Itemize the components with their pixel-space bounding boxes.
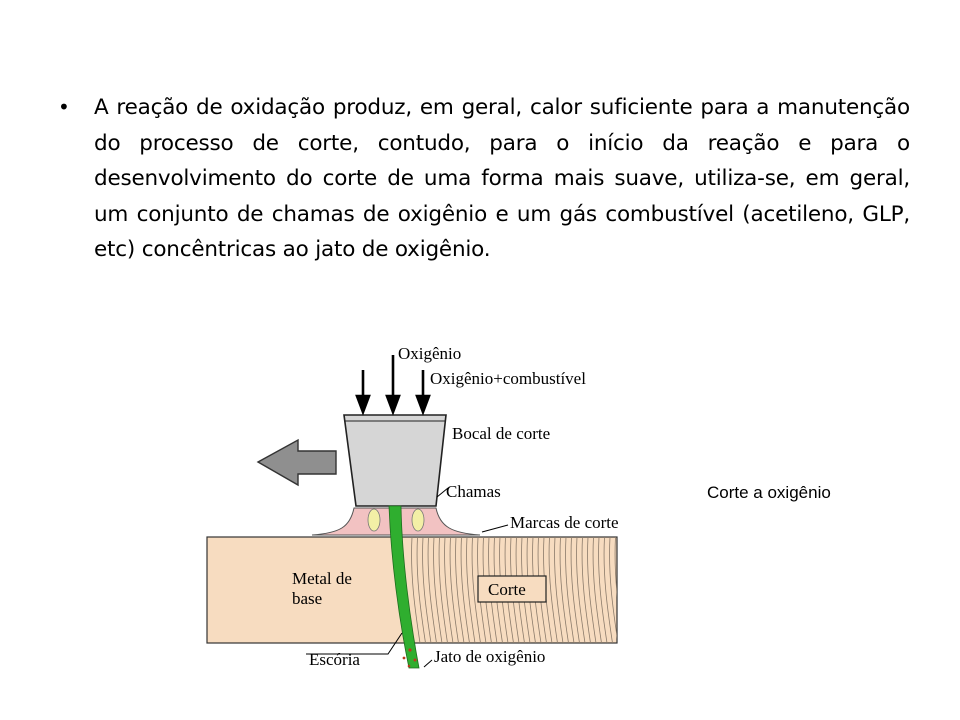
- label-slag: Escória: [309, 650, 360, 669]
- drag-line: [609, 537, 617, 640]
- label-cut-marks: Marcas de corte: [510, 513, 619, 532]
- flame-core-left: [367, 508, 381, 532]
- label-nozzle: Bocal de corte: [452, 424, 550, 443]
- cut-drag-lines: [411, 537, 634, 643]
- cut-label-box: [477, 575, 547, 603]
- drag-line: [614, 537, 617, 598]
- cutting-direction-arrow: [256, 438, 337, 487]
- cutting-nozzle: [343, 414, 447, 507]
- gas-inlet-arrows: [355, 355, 431, 416]
- oxygen-jet: [388, 505, 420, 669]
- figure-caption: Corte a oxigênio: [707, 483, 831, 502]
- slag-dots: [402, 648, 417, 668]
- drag-line: [598, 537, 608, 643]
- label-base-metal-line1: Metal de: [292, 569, 352, 588]
- label-base-metal-line2: base: [292, 589, 322, 608]
- bullet-item: • A reação de oxidação produz, em geral,…: [58, 90, 910, 268]
- drag-line: [581, 537, 591, 643]
- drag-line: [422, 537, 432, 643]
- drag-line: [449, 537, 459, 643]
- bullet-marker: •: [58, 95, 70, 119]
- label-flames: Chamas: [446, 482, 501, 501]
- label-cut: Corte: [488, 580, 526, 599]
- drag-line: [559, 537, 569, 643]
- body-paragraph: A reação de oxidação produz, em geral, c…: [94, 95, 910, 262]
- drag-line: [471, 537, 481, 643]
- drag-line: [587, 537, 597, 643]
- drag-line: [433, 537, 443, 643]
- drag-line: [444, 537, 454, 643]
- drag-line: [565, 537, 575, 643]
- label-oxygen-jet: Jato de oxigênio: [434, 647, 545, 666]
- drag-line: [411, 537, 421, 643]
- drag-line: [466, 537, 476, 643]
- drag-line: [621, 537, 629, 643]
- label-oxygen: Oxigênio: [398, 344, 461, 363]
- drag-line: [554, 537, 564, 643]
- drag-line: [592, 537, 602, 643]
- drag-line: [416, 537, 426, 643]
- drag-line: [427, 537, 437, 643]
- drag-line: [460, 537, 470, 643]
- drag-line: [626, 537, 634, 643]
- leader-lines: [306, 487, 509, 668]
- drag-line: [548, 537, 558, 643]
- flame-core-right: [411, 508, 425, 532]
- drag-line: [576, 537, 586, 643]
- drag-line: [438, 537, 448, 643]
- label-oxygen-fuel: Oxigênio+combustível: [430, 369, 586, 388]
- drag-line: [455, 537, 465, 643]
- drag-line: [570, 537, 580, 643]
- drag-line: [603, 537, 613, 643]
